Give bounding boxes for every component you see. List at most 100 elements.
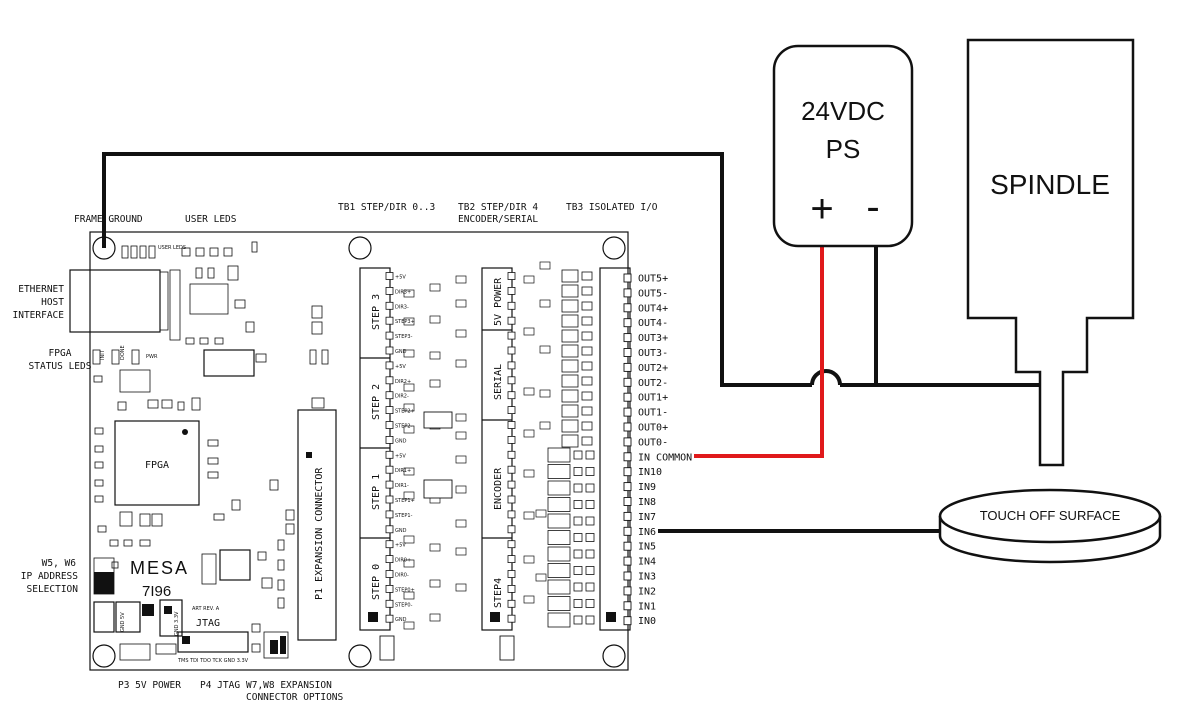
fpga-chip: FPGA bbox=[114, 420, 200, 506]
tb3-pin-terminal bbox=[623, 616, 632, 626]
tb3-label: TB3 ISOLATED I/O bbox=[566, 202, 658, 213]
tb1-pin-label: DIR0+ bbox=[395, 558, 411, 564]
user-led-row bbox=[121, 245, 156, 259]
tb2-pin-terminal bbox=[507, 614, 516, 623]
fpga-leds-label-line2: STATUS LEDS bbox=[29, 361, 92, 372]
passive-component bbox=[523, 595, 535, 604]
opto-resistor bbox=[581, 421, 593, 431]
tb2-pin-terminal bbox=[507, 585, 516, 593]
opto-resistor bbox=[581, 376, 593, 386]
tb1-pin-label: STEP3+ bbox=[395, 319, 415, 325]
mesa-logo: MESA 7I96 bbox=[130, 558, 187, 600]
tb1-terminal-block: STEP 3 STEP 2 STEP 1 STEP 0 bbox=[359, 267, 394, 631]
tb3-pin-label: IN0 bbox=[638, 616, 656, 627]
tb1-pin-terminal bbox=[385, 331, 394, 340]
p1-expansion-connector: P1 EXPANSION CONNECTOR bbox=[297, 409, 337, 641]
opto-input bbox=[547, 579, 571, 595]
tb3-pin-label: OUT0+ bbox=[638, 423, 668, 434]
opto-output bbox=[561, 269, 579, 283]
tb3-pin-label: OUT5- bbox=[638, 288, 668, 299]
tb3-pin-label: OUT0- bbox=[638, 437, 668, 448]
supply-minus-terminal: - bbox=[866, 185, 879, 229]
opto-input bbox=[547, 596, 571, 611]
passive-component bbox=[455, 413, 467, 422]
passive-component bbox=[455, 519, 467, 528]
spindle: SPINDLE bbox=[966, 38, 1135, 467]
passive-component bbox=[403, 491, 415, 500]
tb3-pin-terminal bbox=[623, 288, 632, 298]
tb2-pin-terminal bbox=[507, 495, 516, 504]
p1-connector-label: P1 EXPANSION CONNECTOR bbox=[314, 467, 325, 600]
opto-resistor bbox=[581, 271, 593, 281]
tb3-pin-terminal bbox=[623, 362, 632, 372]
tb1-pin-terminal bbox=[385, 286, 394, 295]
passive-component bbox=[429, 315, 441, 324]
opto-resistor bbox=[581, 361, 593, 371]
opto-input bbox=[547, 497, 571, 512]
opto-resistor bbox=[581, 301, 593, 311]
tb3-pin-terminal bbox=[623, 303, 632, 313]
tb3-pin-label: IN7 bbox=[638, 512, 656, 523]
board-user-leds-text: USER LEDS bbox=[158, 245, 186, 251]
opto-resistor bbox=[585, 615, 595, 625]
tb3-pin-label: OUT2+ bbox=[638, 363, 668, 374]
opto-input bbox=[547, 612, 571, 628]
tb3-pin-label: IN3 bbox=[638, 572, 656, 583]
tb3-pin-labels: OUT5+OUT5-OUT4+OUT4-OUT3+OUT3-OUT2+OUT2-… bbox=[638, 274, 692, 628]
ip-select-label-line2: IP ADDRESS bbox=[21, 571, 78, 582]
tb3-pin-label: OUT5+ bbox=[638, 274, 668, 285]
tb3-pin-label: OUT1+ bbox=[638, 393, 668, 404]
opto-output bbox=[561, 434, 579, 448]
tb3-pin-terminal bbox=[623, 348, 632, 357]
tb2-pin-terminal bbox=[507, 286, 516, 295]
ip-select-label-line3: SELECTION bbox=[27, 584, 79, 595]
opto-resistor bbox=[581, 391, 593, 401]
tb3-pin-label: IN10 bbox=[638, 467, 662, 478]
pwr-led-label: PWR bbox=[146, 354, 158, 360]
tb1-pin-terminal bbox=[385, 435, 394, 444]
passive-component bbox=[455, 583, 467, 592]
tb1-pin-label: STEP1- bbox=[395, 513, 413, 519]
tb3-terminal-block bbox=[599, 267, 632, 631]
spindle-label: SPINDLE bbox=[990, 169, 1110, 200]
tb1-pin-label: DIR3+ bbox=[395, 289, 411, 295]
tb2-step4-label: STEP4 bbox=[493, 578, 504, 608]
passive-component bbox=[539, 345, 551, 354]
tb3-pin-label: IN1 bbox=[638, 601, 656, 612]
opto-output bbox=[561, 389, 579, 403]
tb2-label-line2: ENCODER/SERIAL bbox=[458, 214, 538, 225]
tb2-pin-terminal bbox=[507, 421, 516, 429]
opto-resistor bbox=[581, 316, 593, 326]
passive-component bbox=[523, 387, 535, 396]
passive-component bbox=[429, 543, 441, 552]
passive-component bbox=[429, 579, 441, 588]
opto-input bbox=[547, 546, 571, 562]
tb1-pin-terminal bbox=[385, 316, 394, 325]
passive-component bbox=[539, 421, 551, 430]
passive-component bbox=[455, 547, 467, 556]
opto-resistor bbox=[573, 615, 583, 625]
tb2-pin-terminal bbox=[507, 301, 516, 310]
tb3-pin-terminal bbox=[623, 392, 632, 402]
passive-component bbox=[539, 389, 551, 398]
tb3-pin-terminal bbox=[623, 571, 632, 581]
tb2-pin-terminal bbox=[507, 525, 516, 534]
opto-resistor bbox=[581, 406, 593, 416]
opto-output bbox=[561, 419, 579, 433]
tb3-pin-label: OUT2- bbox=[638, 378, 668, 389]
tb3-pin-label: IN4 bbox=[638, 557, 656, 568]
tb3-pin-terminal bbox=[623, 333, 632, 343]
tb1-pin-label: DIR1- bbox=[395, 483, 409, 489]
opto-resistor bbox=[573, 549, 583, 559]
passive-component bbox=[455, 431, 467, 440]
step0-block-label: STEP 0 bbox=[371, 564, 382, 600]
tb1-pin-terminal bbox=[385, 570, 394, 578]
optocoupler-array bbox=[547, 269, 595, 628]
tb1-pin-label: STEP2+ bbox=[395, 409, 415, 415]
tb1-pin-label: STEP0+ bbox=[395, 587, 415, 593]
passive-component bbox=[403, 383, 415, 392]
art-rev-label: ART REV. A bbox=[192, 606, 220, 612]
tb2-encoder-label: ENCODER bbox=[493, 467, 504, 510]
passive-component bbox=[403, 403, 415, 412]
tb1-pin-label: STEP3- bbox=[395, 334, 413, 340]
